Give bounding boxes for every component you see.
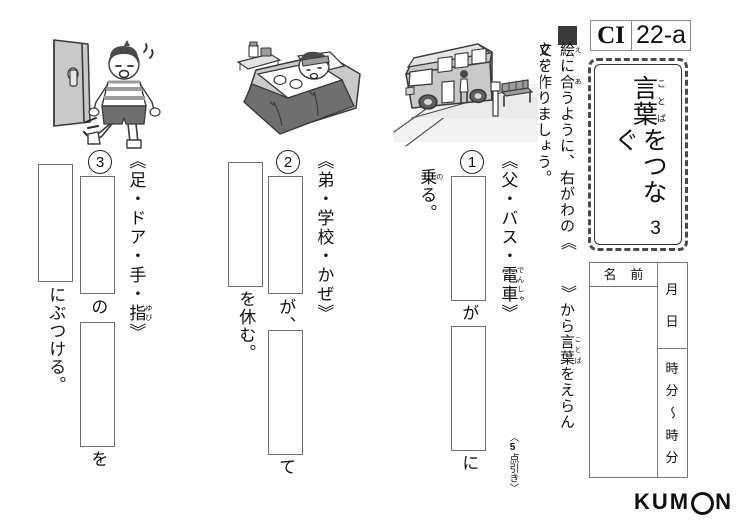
instruction-seg-a: うように、右がわの [558, 90, 574, 234]
problem-2-particle-2: て [276, 458, 296, 476]
problem-2-choice-1: 学校 [314, 209, 334, 247]
sick-child-in-bed-illustration [218, 22, 368, 150]
minute-label-start: 分 [665, 383, 679, 399]
score-deduction-note: 〈5点引き〉 [507, 432, 518, 493]
instruction-kanji-e: 絵え [558, 42, 582, 58]
title-box-inner: 言葉ことばをつなぐ 3 [594, 64, 682, 245]
problem-2-choices: 《弟・学校・かぜ》 [310, 152, 336, 352]
bus-at-bus-stop-illustration [392, 22, 540, 150]
problem-3-choices: 《足・ドア・手・指ゆび》 [122, 152, 153, 392]
problem-3-choice-2: 手 [126, 266, 146, 285]
title-rest: をつなぐ [611, 127, 666, 205]
problem-3-particle-2: を [88, 450, 108, 468]
problem-2-sep-a: ・ [314, 190, 334, 209]
time-section[interactable]: 時 分 〜 時 分 [657, 349, 687, 477]
problem-3: 3 《足・ドア・手・指ゆび》 の を にぶつける。 [30, 150, 153, 500]
problem-1-sep-b: ・ [498, 247, 518, 266]
problem-3-bracket-close: 》 [126, 323, 146, 342]
problem-1-answer-box-1[interactable] [451, 176, 486, 301]
problem-3-answer-box-2[interactable] [80, 322, 115, 447]
date-time-column: 月 日 時 分 〜 時 分 [657, 263, 687, 477]
instruction-text: 絵えに合あうように、右がわの《》から言葉ことばをえらんで、 [524, 42, 582, 442]
problem-3-sep-b: ・ [126, 247, 146, 266]
name-label: 名 前 [590, 263, 658, 287]
problem-2-bracket-open: 《 [314, 152, 334, 171]
hour-label-start: 時 [665, 360, 679, 376]
problem-1-bracket-close: 》 [498, 304, 518, 323]
problem-3-bracket-open: 《 [126, 152, 146, 171]
problem-2-particle-1: が、 [276, 298, 296, 334]
problem-3-choice-3: 指ゆび [126, 304, 153, 323]
page-code-box: 22-a [631, 20, 691, 51]
problem-1-sep-a: ・ [498, 190, 518, 209]
problem-2-answer-box-3[interactable] [228, 162, 263, 287]
problem-1-choice-2: 電車でんしゃ [498, 266, 525, 304]
problem-3-ending: にぶつける。 [46, 286, 66, 394]
problem-1-choices: 《父・バス・電車でんしゃ》 [494, 152, 525, 352]
problem-1-particle-1: が [459, 304, 479, 322]
name-input-field[interactable] [590, 287, 658, 477]
instruction-bracket-open: 《 [558, 234, 575, 251]
name-label-char-2: 前 [630, 267, 644, 282]
problem-2-number: 2 [276, 150, 300, 174]
problem-3-choice-0: 足 [126, 171, 146, 190]
problem-2-bracket-close: 》 [314, 304, 334, 323]
problem-2-choice-2: かぜ [314, 266, 334, 304]
instruction-seg-kara: から [558, 302, 574, 334]
title-vertical-text: 言葉ことばをつなぐ 3 [610, 75, 666, 240]
problem-3-sep-a: ・ [126, 190, 146, 209]
instruction-seg-ni: に [558, 58, 574, 74]
problem-1-particle-2: に [459, 454, 479, 472]
problem-2-choice-0: 弟 [314, 171, 334, 190]
kumon-logo-part1: KUM [634, 489, 691, 514]
problem-3-sep-c: ・ [126, 285, 146, 304]
title-box: 言葉ことばをつなぐ 3 [588, 58, 688, 251]
problem-1-bracket-open: 《 [498, 152, 518, 171]
instruction-bracket-close: 》 [558, 285, 575, 302]
problem-1-ending: 乗のる。 [417, 168, 444, 222]
problem-1-choice-0: 父 [498, 171, 518, 190]
instruction-kanji-au: 合あ [558, 74, 582, 90]
level-code-box: CI [590, 20, 632, 51]
problem-3-choice-1: ドア [126, 209, 146, 247]
hour-label-end: 時 [665, 427, 679, 443]
problem-1: 1 《父・バス・電車でんしゃ》 が に 乗のる。 [398, 150, 525, 500]
boy-stubbing-toe-on-door-illustration [24, 22, 174, 150]
minute-label-end: 分 [665, 450, 679, 466]
problem-2-ending: を休む。 [236, 290, 256, 362]
name-date-box: 名 前 月 日 時 分 〜 時 分 [589, 262, 688, 478]
kumon-logo: KUM N [634, 489, 733, 515]
title-number: 3 [645, 218, 666, 240]
instruction-kanji-kotoba: 言葉ことば [558, 334, 582, 366]
problem-3-number: 3 [88, 150, 112, 174]
name-label-char-1: 名 [603, 267, 617, 282]
problem-1-answer-box-2[interactable] [451, 326, 486, 451]
problem-3-answer-box-3[interactable] [38, 164, 73, 282]
problem-3-answer-box-1[interactable] [80, 176, 115, 294]
kumon-circle-o-icon [691, 491, 715, 515]
problem-2-sep-b: ・ [314, 247, 334, 266]
title-furigana: ことば [656, 75, 666, 127]
kumon-logo-part2: N [715, 489, 733, 514]
month-label: 月 [665, 281, 679, 297]
date-section[interactable]: 月 日 [657, 263, 687, 349]
problem-2-answer-box-2[interactable] [268, 330, 303, 455]
title-kanji: 言葉ことば [629, 75, 667, 127]
time-range-tilde: 〜 [664, 406, 680, 420]
day-label: 日 [665, 314, 679, 330]
problem-3-particle-1: の [88, 298, 108, 316]
problem-1-choice-1: バス [498, 209, 518, 247]
filled-square-icon [558, 26, 577, 45]
problem-2: 2 《弟・学校・かぜ》 が、 て を休む。 [222, 150, 340, 500]
problem-2-answer-box-1[interactable] [268, 176, 303, 294]
problem-1-number: 1 [460, 150, 484, 174]
